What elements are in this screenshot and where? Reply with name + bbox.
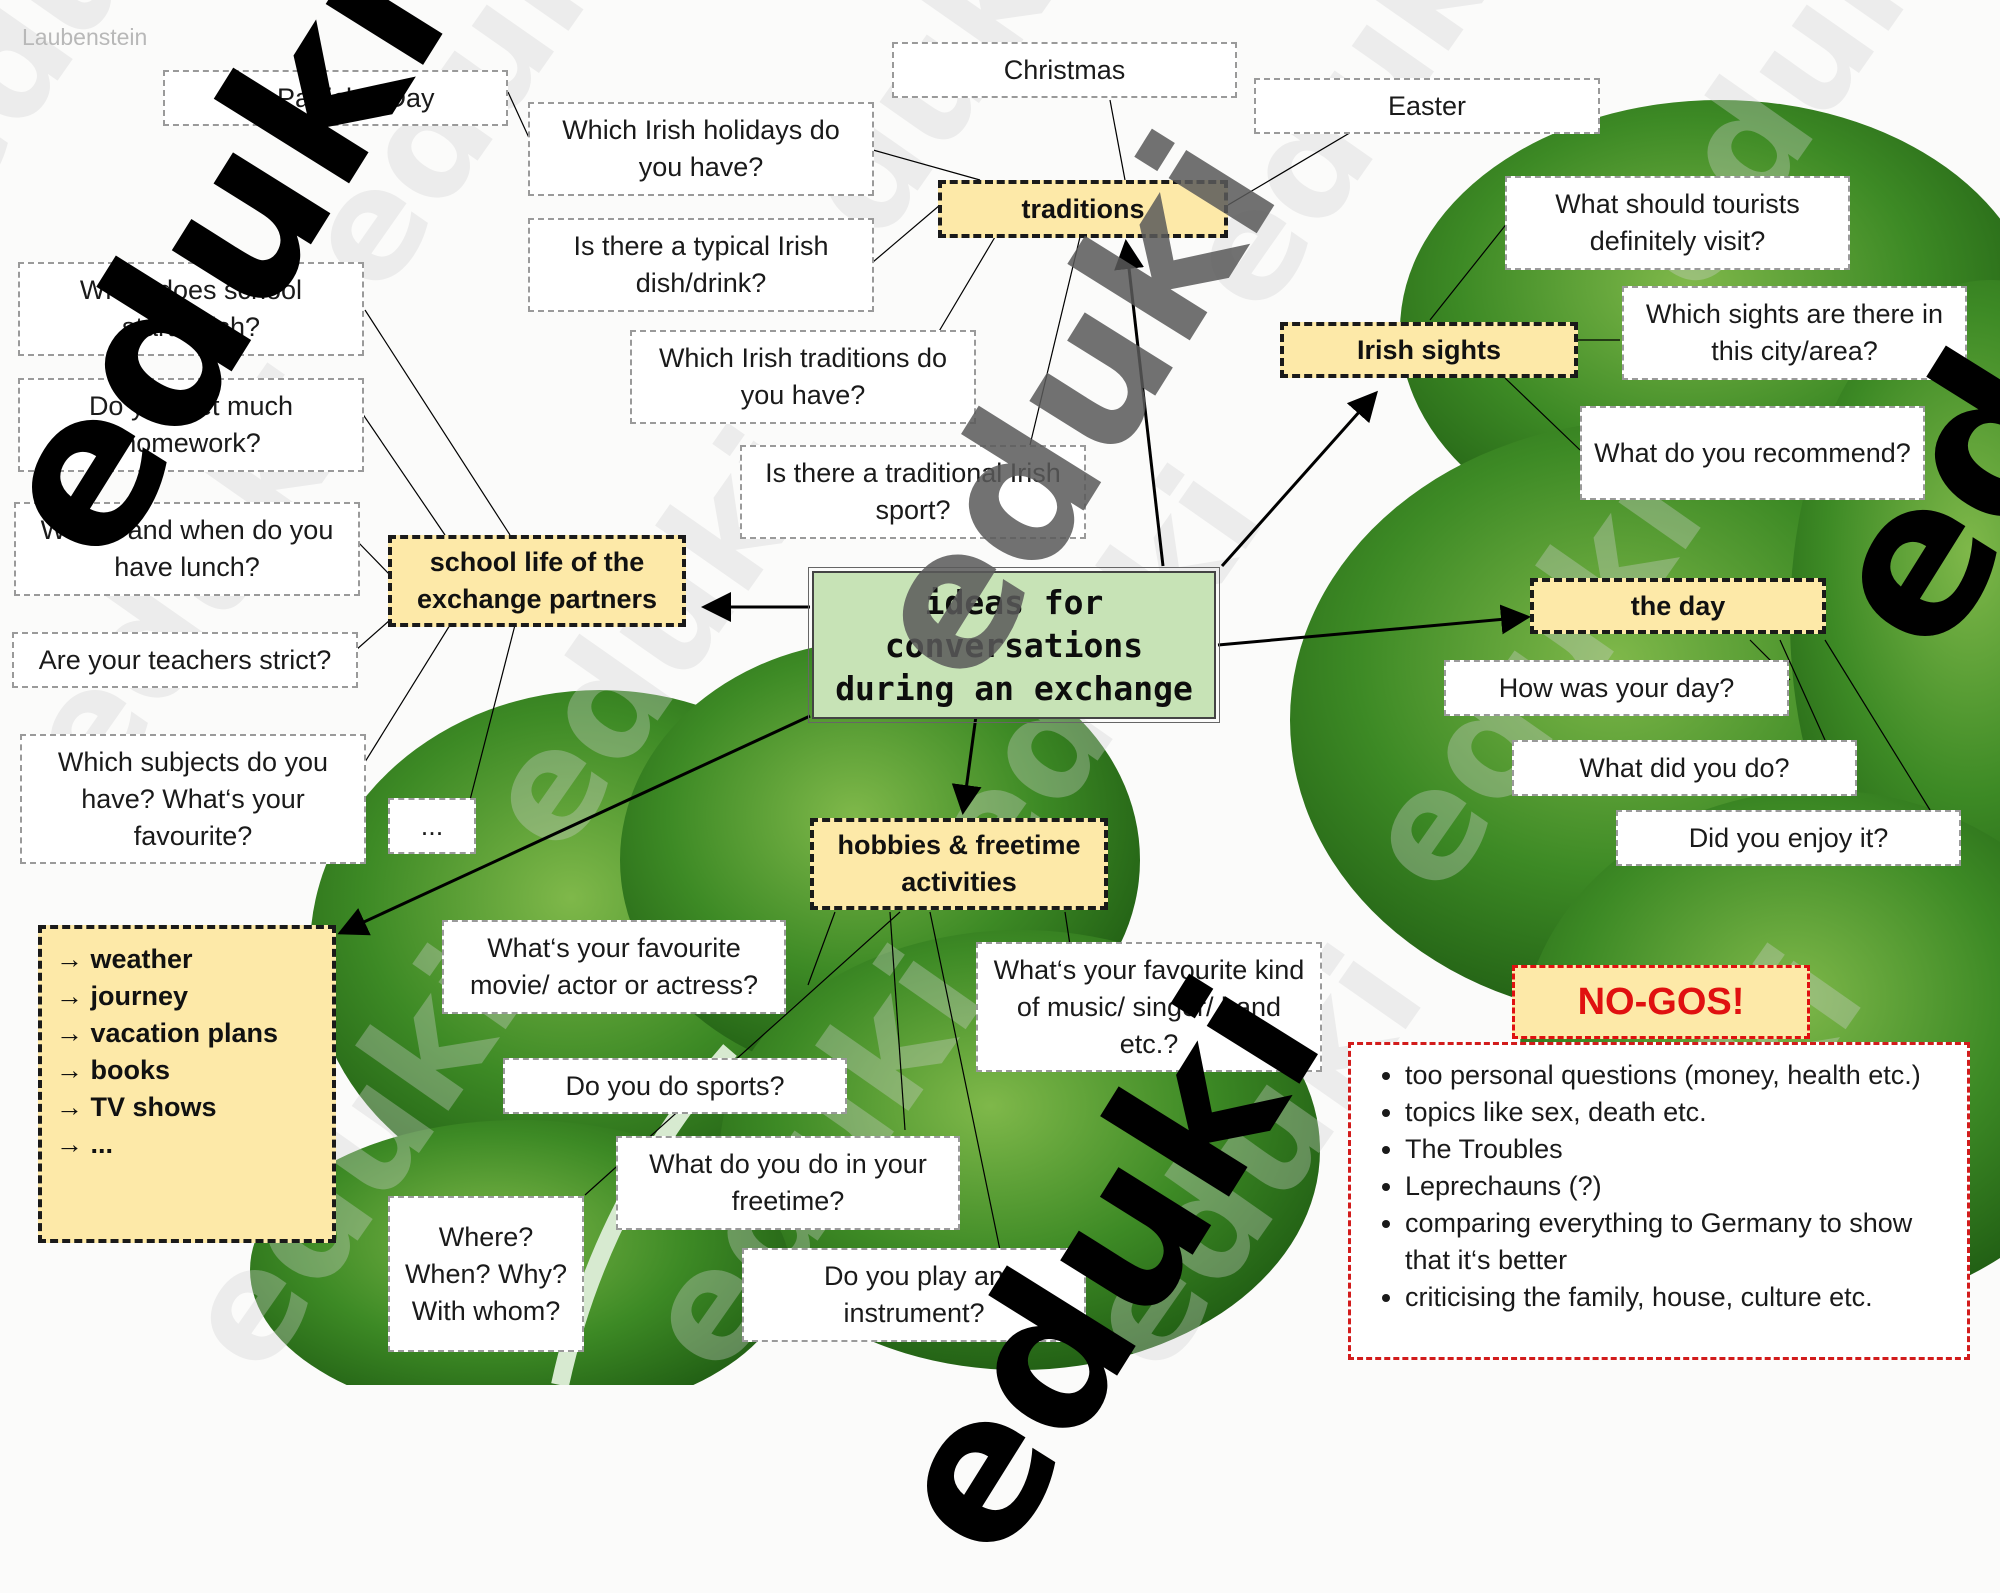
nogo-item: The Troubles [1405,1131,1953,1168]
node-more: ... [388,798,476,854]
nogos-list: too personal questions (money, health et… [1348,1042,1970,1360]
node-enjoy: Did you enjoy it? [1616,810,1961,866]
node-recommend: What do you recommend? [1580,406,1925,500]
node-which-sights: Which sights are there in this city/area… [1622,286,1967,380]
nogo-item: criticising the family, house, culture e… [1405,1279,1953,1316]
nogo-item: Leprechauns (?) [1405,1168,1953,1205]
node-typical-dish: Is there a typical Irish dish/drink? [528,218,874,312]
node-irish-holidays: Which Irish holidays do you have? [528,102,874,196]
center-topic: ideas for conversations during an exchan… [808,567,1220,723]
nogo-item: comparing everything to Germany to show … [1405,1205,1953,1279]
topic-item: → TV shows [56,1092,217,1122]
center-line-1: ideas for [924,582,1104,622]
hub-traditions: traditions [938,180,1228,238]
center-line-3: during an exchange [835,668,1193,708]
node-homework: Do you get much homework? [18,378,364,472]
topic-item: → books [56,1055,171,1085]
node-easter: Easter [1254,78,1600,134]
node-where-when: Where? When? Why? With whom? [388,1196,584,1352]
hub-hobbies: hobbies & freetime activities [810,818,1108,910]
node-subjects: Which subjects do you have? What‘s your … [20,734,366,864]
hub-irish-sights: Irish sights [1280,322,1578,378]
more-topics-box: → weather → journey → vacation plans → b… [38,925,336,1243]
node-school-start: When does school start/finish? [18,262,364,356]
node-sports: Do you do sports? [503,1058,847,1114]
author-label: Laubenstein [22,24,148,50]
node-tourists-visit: What should tourists definitely visit? [1505,176,1850,270]
topic-item: → journey [56,981,189,1011]
topic-item: → ... [56,1129,114,1159]
hub-school-life: school life of the exchange partners [388,535,686,627]
node-instrument: Do you play an instrument? [742,1248,1086,1342]
node-irish-traditions: Which Irish traditions do you have? [630,330,976,424]
center-line-2: conversations [884,625,1144,665]
node-st-patricks-day: St. Patrick‘s Day [163,70,508,126]
nogo-item: too personal questions (money, health et… [1405,1057,1953,1094]
hub-the-day: the day [1530,578,1826,634]
nogo-item: topics like sex, death etc. [1405,1094,1953,1131]
node-what-did-you-do: What did you do? [1512,740,1857,796]
node-christmas: Christmas [892,42,1237,98]
node-traditional-sport: Is there a traditional Irish sport? [740,445,1086,539]
node-lunch: Where and when do you have lunch? [14,502,360,596]
node-freetime: What do you do in your freetime? [616,1136,960,1230]
topic-item: → weather [56,944,193,974]
node-favourite-movie: What‘s your favourite movie/ actor or ac… [442,920,786,1014]
node-how-was-day: How was your day? [1444,660,1789,716]
topic-item: → vacation plans [56,1018,279,1048]
node-favourite-music: What‘s your favourite kind of music/ sin… [976,942,1322,1072]
nogos-title: NO-GOS! [1512,965,1810,1039]
node-teachers-strict: Are your teachers strict? [12,632,358,688]
